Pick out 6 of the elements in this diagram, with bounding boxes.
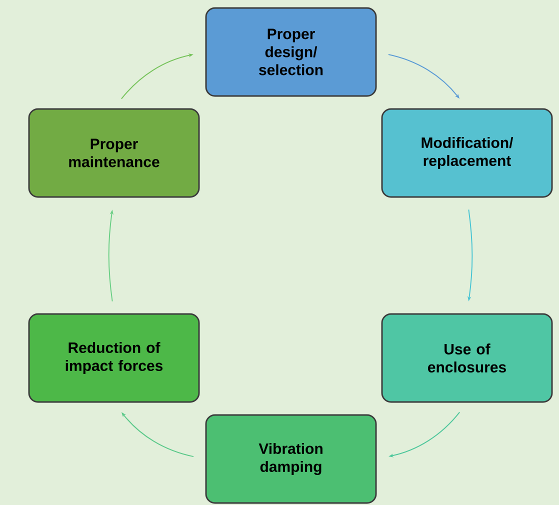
process-box: Vibration damping xyxy=(205,414,377,504)
process-box: Modification/ replacement xyxy=(381,108,553,198)
process-box: Proper design/ selection xyxy=(205,7,377,97)
process-box: Use of enclosures xyxy=(381,313,553,403)
process-box: Reduction of impact forces xyxy=(28,313,200,403)
process-box: Proper maintenance xyxy=(28,108,200,198)
